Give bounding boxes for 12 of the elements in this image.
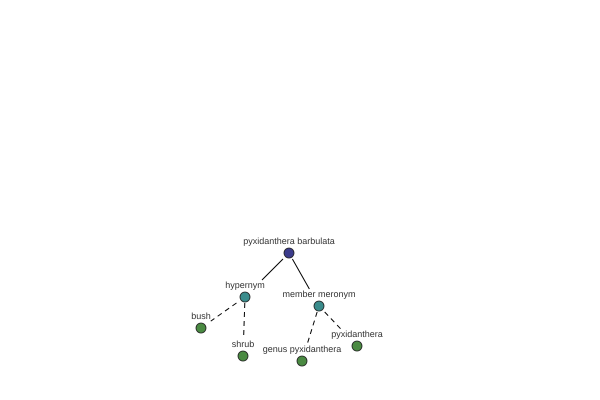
- node-label: pyxidanthera: [331, 329, 383, 339]
- connector-line: [262, 258, 284, 280]
- dashed-connector: [324, 312, 342, 330]
- node-label: member meronym: [282, 289, 356, 299]
- node-label: genus pyxidanthera: [262, 344, 342, 354]
- node-label: pyxidanthera barbulata: [243, 236, 335, 246]
- node-label: shrub: [232, 339, 254, 349]
- dashed-connector: [306, 312, 318, 344]
- node-label: bush: [191, 311, 211, 321]
- dashed-connector: [210, 302, 237, 322]
- connector-line: [292, 258, 310, 290]
- node-label: hypernym: [225, 280, 265, 290]
